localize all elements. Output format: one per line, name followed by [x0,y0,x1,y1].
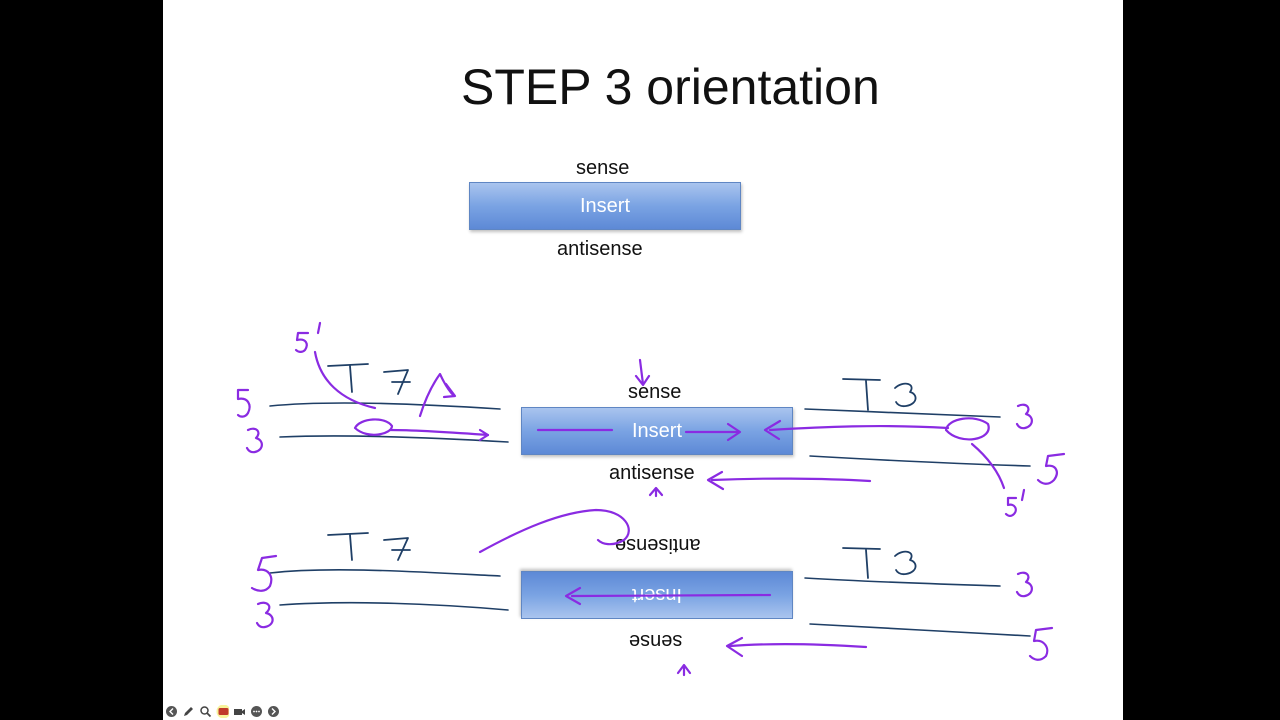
zoom-icon[interactable] [199,705,212,718]
slide: STEP 3 orientation sense Insert antisens… [163,0,1123,720]
presentation-toolbar [163,703,280,720]
camera-icon[interactable] [233,705,246,718]
middle-antisense-label: antisense [609,462,695,484]
top-antisense-label: antisense [557,238,643,260]
purple-ink-strokes [236,321,1066,677]
top-insert-box: Insert [469,182,741,230]
dna-strand-lines [269,402,1031,637]
middle-sense-label: sense [628,381,682,403]
pen-icon[interactable] [182,705,195,718]
more-icon[interactable] [250,705,263,718]
captions-icon[interactable] [216,705,229,718]
slide-title: STEP 3 orientation [461,59,880,115]
back-arrow-icon[interactable] [165,705,178,718]
top-sense-label: sense [576,157,630,179]
handwritten-promoter-labels [327,363,917,579]
forward-arrow-icon[interactable] [267,705,280,718]
